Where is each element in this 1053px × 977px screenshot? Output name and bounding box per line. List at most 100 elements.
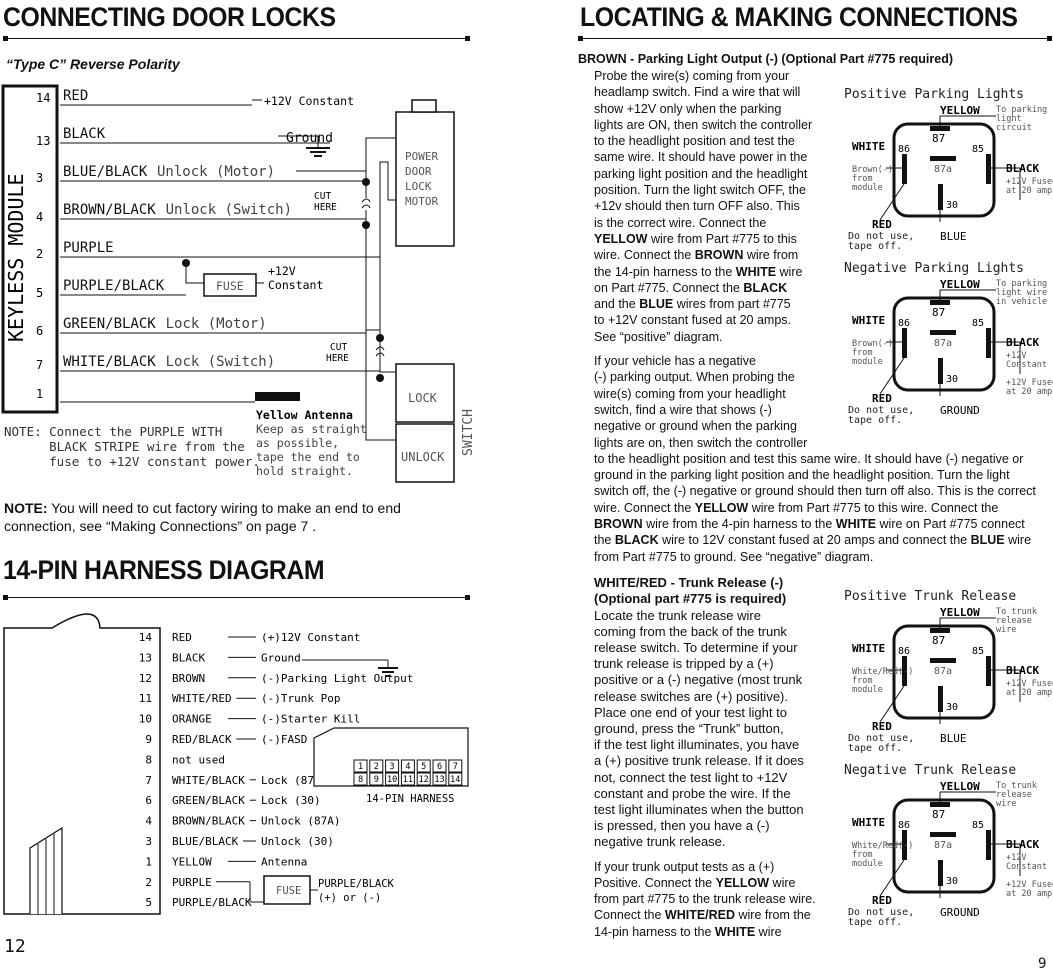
relay-pin	[902, 328, 907, 358]
unlock-label: UNLOCK	[401, 450, 445, 464]
wire-function-label: Lock (Motor)	[166, 316, 267, 332]
relay-note: White/Red(-)	[852, 841, 913, 851]
harness-wire-color: WHITE/RED	[172, 692, 232, 705]
ground-label: Ground	[286, 131, 333, 146]
harness-pin-number: 10	[139, 713, 152, 726]
text-line: from part #775 to the trunk release wire…	[594, 892, 816, 907]
text-line: If your trunk output tests as a (+)	[594, 859, 775, 874]
relay-note: Do not use,	[848, 231, 914, 242]
title-rule	[5, 597, 468, 598]
rule-dot	[3, 595, 8, 600]
note-purple-black: NOTE: Connect the PURPLE WITH BLACK STRI…	[4, 424, 260, 469]
text-line: wire. Connect the YELLOW wire from Part …	[594, 500, 999, 515]
relay-pin	[986, 328, 991, 358]
module-pin-number: 13	[36, 134, 50, 148]
text-line: Probe the wire(s) coming from your	[594, 69, 790, 83]
harness-fuse-note: PURPLE/BLACK	[318, 878, 395, 890]
relay-pin	[938, 860, 943, 886]
text-line: lights are on, then switch the controlle…	[594, 435, 808, 450]
relay-wire-white: WHITE	[852, 642, 885, 655]
text-line: See “positive” diagram.	[594, 329, 723, 344]
module-pin-number: 6	[36, 324, 43, 338]
harness-pin-number: 9	[145, 733, 152, 746]
relay-pin	[930, 658, 956, 663]
text-line: release switches are (+) positive).	[594, 688, 788, 704]
antenna-note-line: hold straight.	[256, 464, 353, 478]
relay-pin	[930, 126, 950, 131]
text-line: test light illuminates when the button	[594, 801, 804, 817]
text-line: is the correct wire. Connect the	[594, 215, 767, 230]
harness-pin-number: 14	[139, 631, 153, 644]
module-pin-number: 14	[36, 91, 50, 105]
connector-pin	[353, 772, 368, 786]
text-line: same wire. It should have power in the	[594, 150, 808, 165]
text-line: position. Turn the light switch OFF, the	[594, 183, 806, 198]
relay-note: tape off.	[848, 743, 902, 754]
connector-pin	[353, 759, 368, 773]
relay-wire-red: RED	[872, 218, 892, 231]
relay-wire-white: WHITE	[852, 816, 885, 829]
harness-wire-color: YELLOW	[172, 855, 212, 868]
title-rule	[5, 38, 468, 39]
text-line: switch, find a wire that shows (-)	[594, 402, 772, 417]
text-line: Positive. Connect the YELLOW wire	[594, 875, 796, 890]
connector-pin	[448, 772, 463, 786]
relay-note: from	[852, 174, 872, 184]
relay-wire-bottom: GROUND	[940, 906, 980, 919]
connector-pin	[400, 759, 415, 773]
connector-pin	[400, 772, 415, 786]
connector-label: 14-PIN HARNESS	[366, 793, 455, 805]
connector-pin	[385, 759, 400, 773]
relay-note: Do not use,	[848, 907, 914, 918]
wire-color-label: RED	[63, 88, 88, 104]
harness-pin-number: 2	[145, 876, 152, 889]
relay-title: Positive Trunk Release	[844, 589, 1016, 604]
brown-text: Probe the wire(s) coming from your headla…	[594, 68, 1036, 940]
relay-note: tape off.	[848, 917, 902, 928]
wire-color-label: PURPLE	[63, 240, 114, 256]
relay-note: tape off.	[848, 241, 902, 252]
motor-label: MOTOR	[405, 195, 438, 208]
relay-pin	[902, 656, 907, 686]
relay-note: module	[852, 183, 883, 193]
relay-wire-yellow: YELLOW	[940, 104, 980, 117]
rule-dot	[465, 595, 470, 600]
page-title-right: LOCATING & MAKING CONNECTIONS	[580, 2, 1018, 32]
svg-text:30: 30	[946, 374, 958, 385]
relay-note: +12V Fused	[1006, 679, 1053, 689]
text-line: headlamp switch. Find a wire that will	[594, 85, 801, 100]
subtitle: “Type C” Reverse Polarity	[6, 56, 180, 72]
relay-pin	[902, 830, 907, 860]
note-line: fuse to +12V constant power.	[4, 454, 260, 469]
text-line: release switch. To determine if your	[594, 639, 798, 655]
relay-note: Brown(-)	[852, 339, 893, 349]
text-line: wire(s) coming from your headlight	[594, 386, 786, 401]
relay-note: Brown(-)	[852, 165, 893, 175]
module-label: KEYLESS MODULE	[4, 173, 28, 342]
svg-text:85: 85	[972, 820, 984, 831]
relay-note: light wire	[996, 288, 1047, 298]
module-pin-number: 1	[36, 387, 43, 401]
svg-text:85: 85	[972, 318, 984, 329]
text-line: +12v should then turn OFF also. This	[594, 199, 800, 214]
svg-text:4: 4	[405, 762, 410, 772]
svg-text:2: 2	[374, 762, 379, 772]
text-line: to the headlight position and test this …	[594, 451, 1024, 466]
relay-note: at 20 amps	[1006, 688, 1053, 698]
relay-note: tape off.	[848, 415, 902, 426]
rule-dot	[465, 36, 470, 41]
relay-wire-black: BLACK	[1006, 162, 1039, 175]
text-line: not, connect the test light to +12V	[594, 769, 788, 785]
relay-note: Constant	[1006, 862, 1047, 872]
svg-text:8: 8	[358, 775, 363, 785]
relay-wire-white: WHITE	[852, 140, 885, 153]
svg-text:Constant: Constant	[268, 278, 323, 292]
wire-color-label: PURPLE/BLACK	[63, 278, 165, 294]
connector-pin	[432, 759, 447, 773]
relay-note: in vehicle	[996, 297, 1047, 307]
fuse-12v-label: +12V	[268, 264, 296, 278]
svg-text:3: 3	[390, 762, 395, 772]
